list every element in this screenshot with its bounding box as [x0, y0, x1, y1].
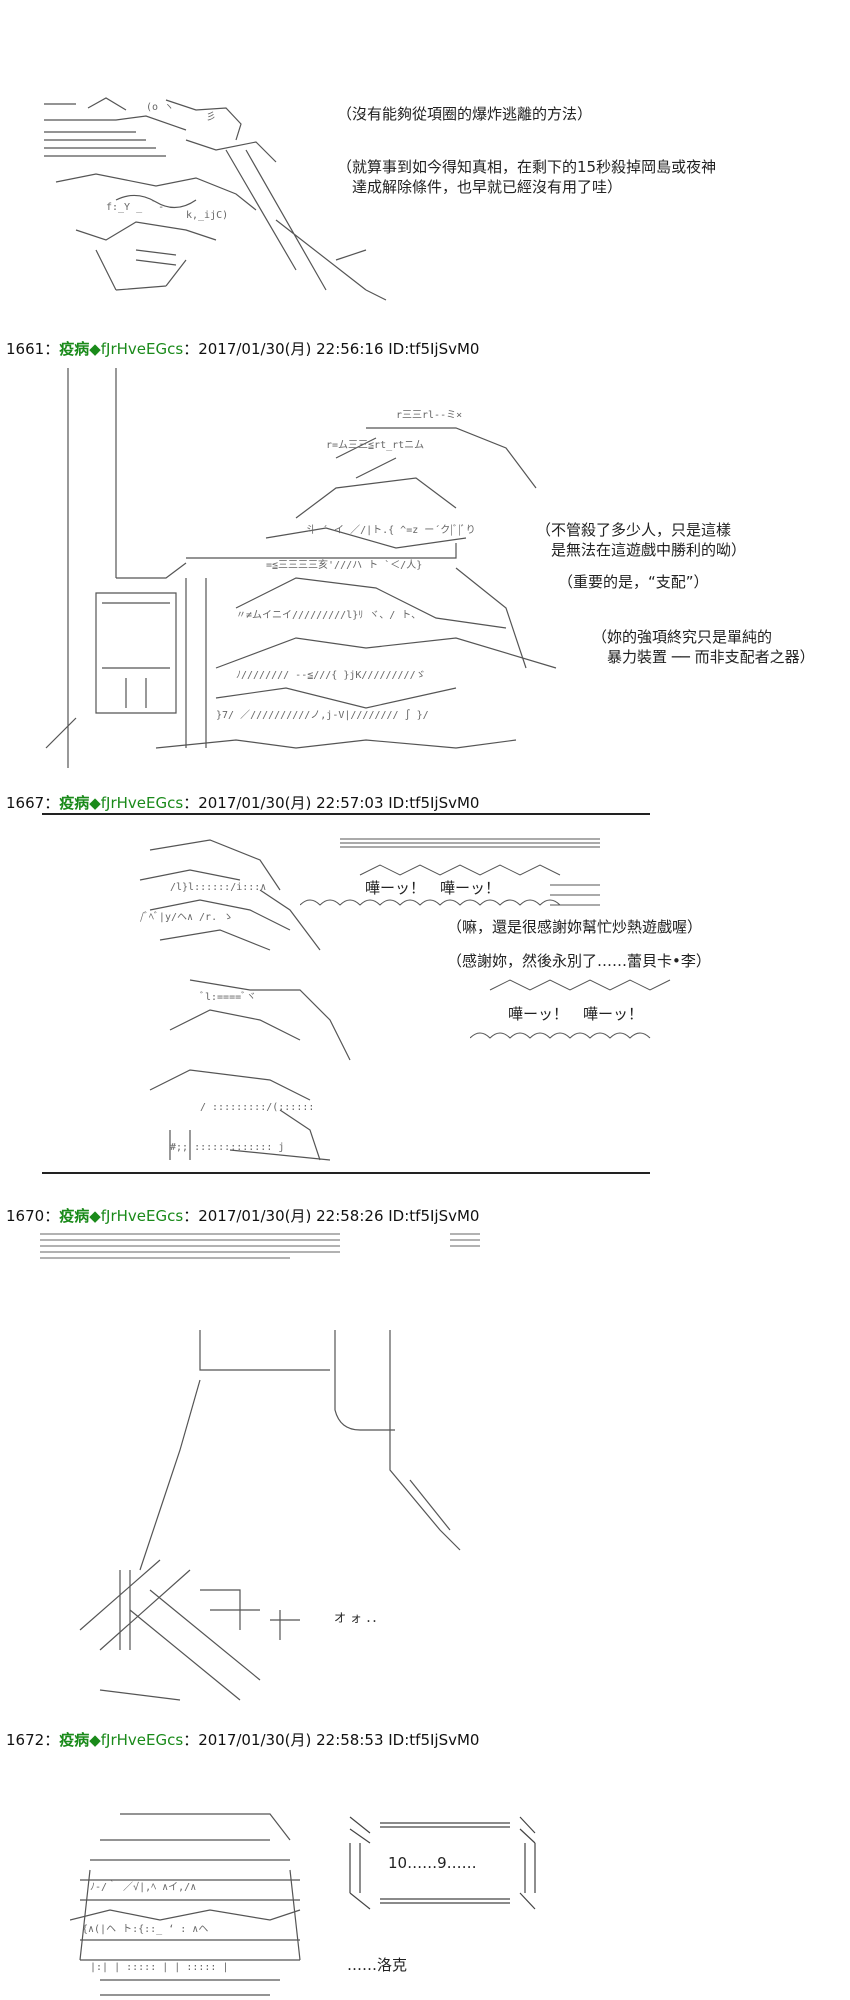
dialogue-text: （感謝妳，然後永別了……蕾貝卡•李）: [447, 952, 711, 970]
ascii-art-room-scene: r三三rl--ミ× r=ム三三≦rt_rtニム 斗 ´ イ ／/|ト.{ ^=z…: [36, 368, 596, 778]
svg-text:}7/ ／//////////ノ,j-V|////////: }7/ ／//////////ノ,j-V|//////// ∫ }/: [216, 709, 429, 721]
poster-trip: ◆fJrHveEGcs: [89, 1207, 184, 1225]
poster-name[interactable]: 疫病: [59, 1731, 90, 1749]
dialogue-text: （嘛，還是很感謝妳幫忙炒熱遊戲喔）: [447, 918, 703, 936]
svg-text:ﾉ-/｀ ／√|,ﾍ ∧イ,/∧: ﾉ-/｀ ／√|,ﾍ ∧イ,/∧: [90, 1879, 196, 1893]
poster-name[interactable]: 疫病: [59, 1207, 90, 1225]
countdown-text: 10……9……: [388, 1854, 477, 1872]
separator-line: [42, 813, 650, 815]
ascii-art-face-closeup: ﾉ-/｀ ／√|,ﾍ ∧イ,/∧ {∧(|ヘ ト:{::_ ‘ : ∧ヘ |:|…: [70, 1810, 310, 2000]
poster-trip: ◆fJrHveEGcs: [89, 1731, 184, 1749]
svg-text:{∧(|ヘ ト:{::_ ‘ : ∧ヘ: {∧(|ヘ ト:{::_ ‘ : ∧ヘ: [82, 1924, 208, 1935]
post-number: 1672: [6, 1731, 45, 1749]
separator-line: [42, 1172, 650, 1174]
post-header: 1661：疫病◆fJrHveEGcs：2017/01/30(月) 22:56:1…: [6, 340, 480, 358]
svg-text:/ﾞﾍﾞ|y/ヘ∧ /r. ゝ: /ﾞﾍﾞ|y/ヘ∧ /r. ゝ: [140, 911, 233, 923]
poster-name[interactable]: 疫病: [59, 340, 90, 358]
svg-text:彡: 彡: [206, 112, 216, 123]
shout-text: 嘩ーッ！ 嘩ーッ！: [365, 879, 501, 897]
dialogue-text: ……洛克: [347, 1956, 408, 1974]
ascii-art-explosion-room: [40, 1230, 500, 1710]
ascii-art-character-smug: f:_Y _ ｀- k,_ijC) (o ヽ 彡: [36, 90, 416, 310]
dialogue-text: （妳的強項終究只是單純的 暴力裝置 ── 而非支配者之器）: [592, 628, 815, 666]
svg-text:〃≠ムイニイ/////////l}ﾘ ヾ、/ ト、: 〃≠ムイニイ/////////l}ﾘ ヾ、/ ト、: [236, 609, 421, 621]
svg-text:f:_Y _ ｀-: f:_Y _ ｀-: [106, 199, 164, 213]
post-header: 1670：疫病◆fJrHveEGcs：2017/01/30(月) 22:58:2…: [6, 1207, 480, 1225]
post-date: ：2017/01/30(月) 22:57:03 ID:tf5IjSvM0: [183, 794, 480, 812]
post-header: 1672：疫病◆fJrHveEGcs：2017/01/30(月) 22:58:5…: [6, 1731, 480, 1749]
ascii-art-man-standing: /l}l::::::/i:::∧ /ﾞﾍﾞ|y/ヘ∧ /r. ゝ ﾞl:====…: [130, 830, 410, 1170]
post-number: 1667: [6, 794, 45, 812]
dialogue-text: （重要的是，“支配”）: [558, 573, 709, 591]
post-number: 1661: [6, 340, 45, 358]
svg-text:斗 ´ イ ／/|ト.{ ^=z ー´ク|ﾞ|ﾞり: 斗 ´ イ ／/|ト.{ ^=z ー´ク|ﾞ|ﾞり: [306, 524, 476, 536]
svg-text:r三三rl--ミ×: r三三rl--ミ×: [396, 410, 462, 421]
crowd-shout-bottom: [470, 978, 690, 1058]
post-header: 1667：疫病◆fJrHveEGcs：2017/01/30(月) 22:57:0…: [6, 794, 480, 812]
poster-trip: ◆fJrHveEGcs: [89, 340, 184, 358]
svg-text:r=ム三三≦rt_rtニム: r=ム三三≦rt_rtニム: [326, 439, 424, 451]
svg-text:|:| | ::::: | | ::::: |: |:| | ::::: | | ::::: |: [90, 1962, 228, 1973]
shout-text: 嘩ーッ！ 嘩ーッ！: [508, 1005, 644, 1023]
svg-text:#;; ::::::::::::: j: #;; ::::::::::::: j: [170, 1142, 284, 1153]
poster-name[interactable]: 疫病: [59, 794, 90, 812]
sound-effect: オ ォ ．．: [334, 1611, 384, 1625]
dialogue-text: （沒有能夠從項圈的爆炸逃離的方法）: [337, 105, 593, 123]
post-number: 1670: [6, 1207, 45, 1225]
post-date: ：2017/01/30(月) 22:58:26 ID:tf5IjSvM0: [183, 1207, 480, 1225]
svg-text:/ :::::::::/(::::::: / :::::::::/(::::::: [200, 1102, 314, 1113]
countdown-frame: [340, 1813, 540, 1913]
crowd-shout-top: [300, 835, 620, 935]
svg-text:/l}l::::::/i:::∧: /l}l::::::/i:::∧: [170, 882, 266, 893]
poster-trip: ◆fJrHveEGcs: [89, 794, 184, 812]
post-date: ：2017/01/30(月) 22:56:16 ID:tf5IjSvM0: [183, 340, 480, 358]
svg-text:(o ヽ: (o ヽ: [146, 102, 174, 113]
svg-text:=≦三三三三亥'///ハ ト `＜/人}: =≦三三三三亥'///ハ ト `＜/人}: [266, 558, 422, 571]
svg-text:ﾉ//////// --≦///{ }jK/////////: ﾉ//////// --≦///{ }jK/////////ゞ: [236, 670, 426, 681]
svg-text:k,_ijC): k,_ijC): [186, 210, 228, 221]
dialogue-text: （就算事到如今得知真相，在剩下的15秒殺掉岡島或夜神 達成解除條件，也早就已經沒…: [337, 158, 717, 196]
dialogue-text: （不管殺了多少人，只是這樣 是無法在這遊戲中勝利的呦）: [536, 521, 747, 559]
svg-text:ﾞl:====ﾞヾ: ﾞl:====ﾞヾ: [200, 991, 256, 1003]
post-date: ：2017/01/30(月) 22:58:53 ID:tf5IjSvM0: [183, 1731, 480, 1749]
